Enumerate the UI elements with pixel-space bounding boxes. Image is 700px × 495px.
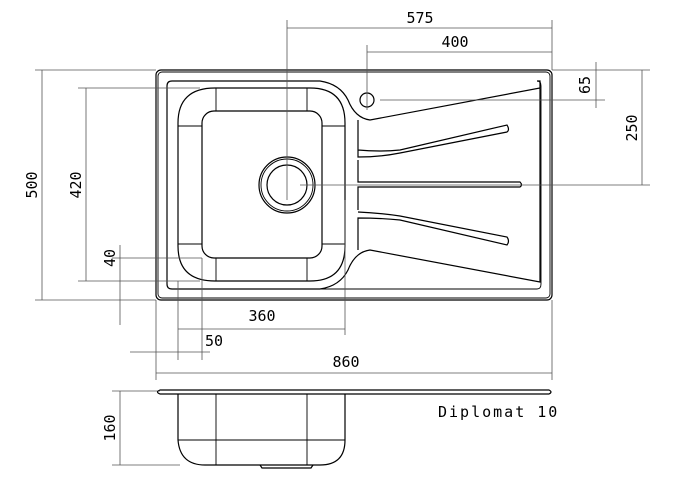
dim-360: 360 — [248, 307, 275, 325]
dim-860: 860 — [332, 353, 359, 371]
dimension-lines: 575 400 65 250 500 420 40 360 50 860 160 — [23, 9, 650, 466]
side-view — [156, 389, 552, 469]
dim-500: 500 — [23, 171, 41, 198]
dim-40: 40 — [101, 249, 119, 267]
dim-250: 250 — [623, 114, 641, 141]
model-name: Diplomat 10 — [438, 403, 559, 421]
side-drain — [259, 464, 314, 469]
dim-575: 575 — [406, 9, 433, 27]
bowl-outer — [177, 87, 346, 282]
rim-right — [320, 80, 542, 290]
dim-65: 65 — [576, 76, 594, 94]
dim-50: 50 — [205, 332, 223, 350]
side-bowl — [177, 394, 346, 466]
bowl-inner — [201, 110, 323, 259]
bowl-corner-lines — [178, 88, 345, 281]
dim-160: 160 — [101, 414, 119, 441]
side-flange — [156, 389, 552, 395]
dim-420: 420 — [67, 171, 85, 198]
dim-400: 400 — [441, 33, 468, 51]
